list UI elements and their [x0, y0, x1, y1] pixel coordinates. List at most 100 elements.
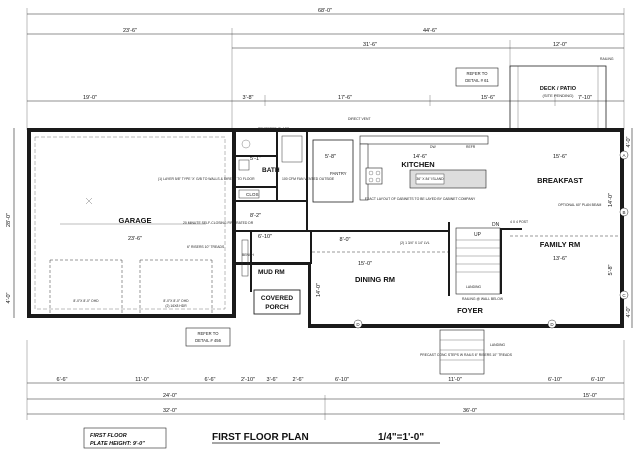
dining-label: DINING RM [355, 275, 395, 284]
front-steps: PRECAST CONC STEPS W RAILS 6" RISERS 10"… [420, 329, 513, 375]
kitchen-cabinet-note: EXACT LAYOUT OF CABINETS TO BE LAYED BY … [365, 197, 476, 201]
marker-a: A [622, 153, 625, 158]
landing-label: LANDING [466, 285, 481, 289]
refer-detail-top: REFER TO DETAIL # 61 [455, 67, 499, 87]
exterior-walls [27, 128, 624, 328]
bottom-row1-dim: 11'-0" [135, 377, 149, 383]
garage-risers: 6" RISERS 10" TREADS [187, 245, 225, 249]
bath-fan: 100 CFM FAN VENTED OUTSIDE [282, 177, 335, 181]
plan-scale: 1/4"=1'-0" [378, 432, 424, 443]
garage-door-a: 8'-0"X 8'-0" OHD [73, 299, 99, 303]
dining: DINING RM 15'-0" 8'-0" (2) 1 3/4" X 14" … [312, 237, 448, 284]
bottom-row1-dim: 6'-10" [335, 377, 349, 383]
bench-label: BENCH [242, 253, 254, 257]
family-label: FAMILY RM [540, 240, 580, 249]
garage-details: GARAGE 23'-6" 8'-0"X 8'-0" OHD 8'-0"X 8'… [34, 136, 255, 314]
marker-d2: D [550, 322, 554, 327]
bath-label: BATH [262, 167, 280, 174]
marker-d: D [356, 322, 360, 327]
dim-garage-w: 19'-0" [83, 95, 97, 101]
top-dimension-lines: 68'-0" 23'-6" 44'-6" 31'-6" 12'-0" 19'-0… [26, 8, 625, 130]
mud-porch: MUD RM 6'-10" BENCH COVERED PORCH [241, 234, 301, 315]
deck-railing-label: RAILING [600, 57, 614, 61]
refr-label: REFR [466, 145, 476, 149]
side-dimensions: 28'-0" 4'-0" 4'-0" 14'-0" 5'-8" 4'-0" 14… [6, 128, 633, 328]
refer-bottom-line1: REFER TO [197, 331, 219, 336]
title-box-line1: FIRST FLOOR [90, 433, 127, 439]
dim-left: 23'-6" [123, 28, 137, 34]
bottom-dimensions: 6'-6"11'-0"6'-6"2'-10"3'-6"2'-6"6'-10"11… [26, 340, 625, 420]
deck-patio: DECK / PATIO (SITE PENDING) RAILING [509, 57, 614, 131]
title-block: FIRST FLOOR PLATE HEIGHT: 9'-0" FIRST FL… [83, 427, 440, 449]
bottom-row1-dim: 11'-0" [448, 377, 462, 383]
up-label: UP [474, 232, 482, 238]
foyer-label: FOYER [457, 306, 483, 315]
bottom-row1-dim: 2'-6" [293, 377, 304, 383]
island-note: 36" X 84" ISLAND [416, 177, 444, 181]
precast-note: PRECAST CONC STEPS W RAILS 6" RISERS 10"… [420, 353, 513, 357]
firewall-note: 20 MINUTE SELF-CLOSING FIRE RATED DR [183, 221, 254, 225]
bottom-row1-dim: 6'-6" [57, 377, 68, 383]
garage-label: GARAGE [119, 216, 152, 225]
railing-wall-note: RAILING @ WALL BELOW [462, 297, 504, 301]
dim-deck-w: 12'-0" [553, 42, 567, 48]
bottom-row1-dim: 6'-10" [591, 377, 605, 383]
garage-door-b: 8'-0"X 8'-0" OHD [163, 299, 189, 303]
dim-mid: 31'-6" [363, 42, 377, 48]
refer-top-line2: DETAIL # 61 [465, 78, 489, 83]
foyer: FOYER UP DN LANDING RAILING @ WALL BELOW… [457, 220, 528, 315]
refer-bottom-line2: DETAIL # 456 [195, 338, 222, 343]
family-dim: 13'-6" [553, 256, 567, 262]
bottom-row3-right: 36'-0" [463, 408, 477, 414]
left-lower: 4'-0" [6, 292, 12, 303]
breakfast-family: BREAKFAST 15'-6" OPTIONAL 60" PLAN BEAM … [510, 154, 620, 262]
dim-seg-b: 17'-6" [338, 95, 352, 101]
porch-line2: PORCH [265, 304, 289, 311]
dim-seg-a: 3'-8" [243, 95, 254, 101]
right-c: 5'-8" [608, 264, 614, 275]
deck-label: DECK / PATIO [540, 86, 577, 92]
post-note: 4 X 4 POST [510, 220, 528, 224]
right-b: 14'-0" [608, 193, 614, 207]
lvl-note: (2) 1 3/4" X 14" LVL [400, 241, 430, 245]
left-total: 28'-0" [6, 213, 12, 227]
kitchen: KITCHEN 14'-6" EXACT LAYOUT OF CABINETS … [325, 117, 476, 201]
direct-vent-note: DIRECT VENT [348, 117, 371, 121]
bath-dim: 5'-1" [250, 156, 261, 162]
tempered-note: TEMPERED GLASS [258, 127, 290, 131]
dn-label: DN [492, 222, 500, 228]
optional-beam: OPTIONAL 60" PLAN BEAM [558, 203, 601, 207]
dim-right: 44'-6" [423, 28, 437, 34]
refer-detail-bottom: REFER TO DETAIL # 456 [185, 327, 231, 347]
mud-dim: 6'-10" [258, 234, 272, 240]
garage-wall-note: (1) LAYER 5/8" TYPE 'X' G/B TO WALLS & D… [158, 177, 255, 181]
dim-deck-offset: 7'-10" [578, 95, 592, 101]
interior-walls: 36" X 84" ISLAND [236, 132, 522, 296]
dim-overall: 68'-0" [318, 8, 332, 14]
clos-label: CLOS [246, 192, 259, 197]
pantry-dim: 5'-8" [325, 154, 336, 160]
marker-b: B [622, 210, 625, 215]
bottom-row2-left: 24'-0" [163, 393, 177, 399]
dining-height: 14'-0" [316, 283, 322, 297]
porch-line1: COVERED [261, 295, 293, 302]
dim-seg-c: 15'-6" [481, 95, 495, 101]
right-d: 4'-0" [626, 306, 632, 317]
bottom-row1-dim: 6'-10" [548, 377, 562, 383]
title-box-line2: PLATE HEIGHT: 9'-0" [90, 441, 145, 447]
bath: BATH 5'-1" 100 CFM FAN VENTED OUTSIDE CL… [238, 127, 335, 219]
bottom-row2-right: 15'-0" [583, 393, 597, 399]
step-landing: LANDING [490, 343, 505, 347]
dining-dim: 15'-0" [358, 261, 372, 267]
deck-sub: (SITE PENDING) [543, 93, 575, 98]
refer-top-line1: REFER TO [466, 71, 488, 76]
bottom-row1-dim: 3'-6" [267, 377, 278, 383]
kitchen-dim: 14'-6" [413, 154, 427, 160]
breakfast-label: BREAKFAST [537, 176, 583, 185]
garage-dim: 23'-6" [128, 236, 142, 242]
breakfast-dim: 15'-6" [553, 154, 567, 160]
right-a: 4'-0" [626, 136, 632, 147]
plan-title: FIRST FLOOR PLAN [212, 432, 309, 443]
marker-c: C [622, 293, 626, 298]
